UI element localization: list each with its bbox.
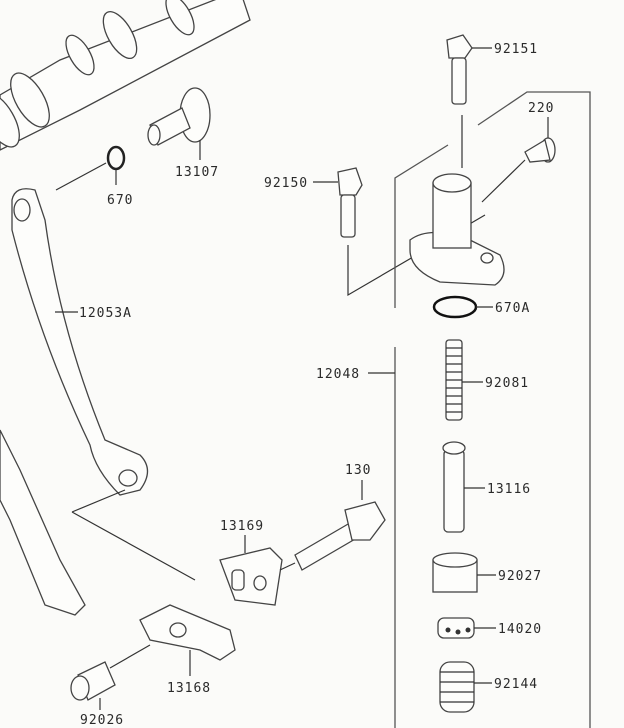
part-92027-collar [432, 552, 496, 593]
part-92151-bolt [446, 34, 492, 168]
label-92027: 92027 [498, 569, 542, 584]
part-92144-spring [439, 661, 492, 713]
part-13116-rod [442, 441, 485, 533]
label-220: 220 [528, 101, 554, 116]
part-13169-plate [219, 535, 283, 606]
label-92026: 92026 [80, 713, 124, 728]
camshaft [0, 0, 251, 151]
label-92151: 92151 [494, 42, 538, 57]
assembly-frame-12048 [477, 91, 591, 728]
label-12053A: 12053A [79, 306, 132, 321]
label-13116: 13116 [487, 482, 531, 497]
label-14020: 14020 [498, 622, 542, 637]
part-92150-bolt [313, 167, 486, 297]
label-12048: 12048 [316, 367, 360, 382]
part-92081-spring [445, 339, 483, 421]
part-12053A-guide [11, 188, 149, 496]
label-13169: 13169 [220, 519, 264, 534]
tensioner-body [409, 173, 505, 286]
label-13107: 13107 [175, 165, 219, 180]
label-130: 130 [345, 463, 371, 478]
part-130-bolt [279, 480, 386, 571]
part-14020-nut [437, 617, 496, 639]
part-13107-pin [147, 87, 211, 160]
label-92081: 92081 [485, 376, 529, 391]
label-670: 670 [107, 193, 133, 208]
part-220-plug [481, 117, 556, 203]
label-13168: 13168 [167, 681, 211, 696]
part-92026-collar [70, 661, 116, 710]
label-92144: 92144 [494, 677, 538, 692]
part-670A-oring [432, 295, 478, 319]
part-13168-arm [109, 604, 236, 676]
label-92150: 92150 [264, 176, 308, 191]
part-670-oring [106, 145, 126, 171]
label-670A: 670A [495, 301, 530, 316]
chain-guide-lower [0, 429, 86, 616]
